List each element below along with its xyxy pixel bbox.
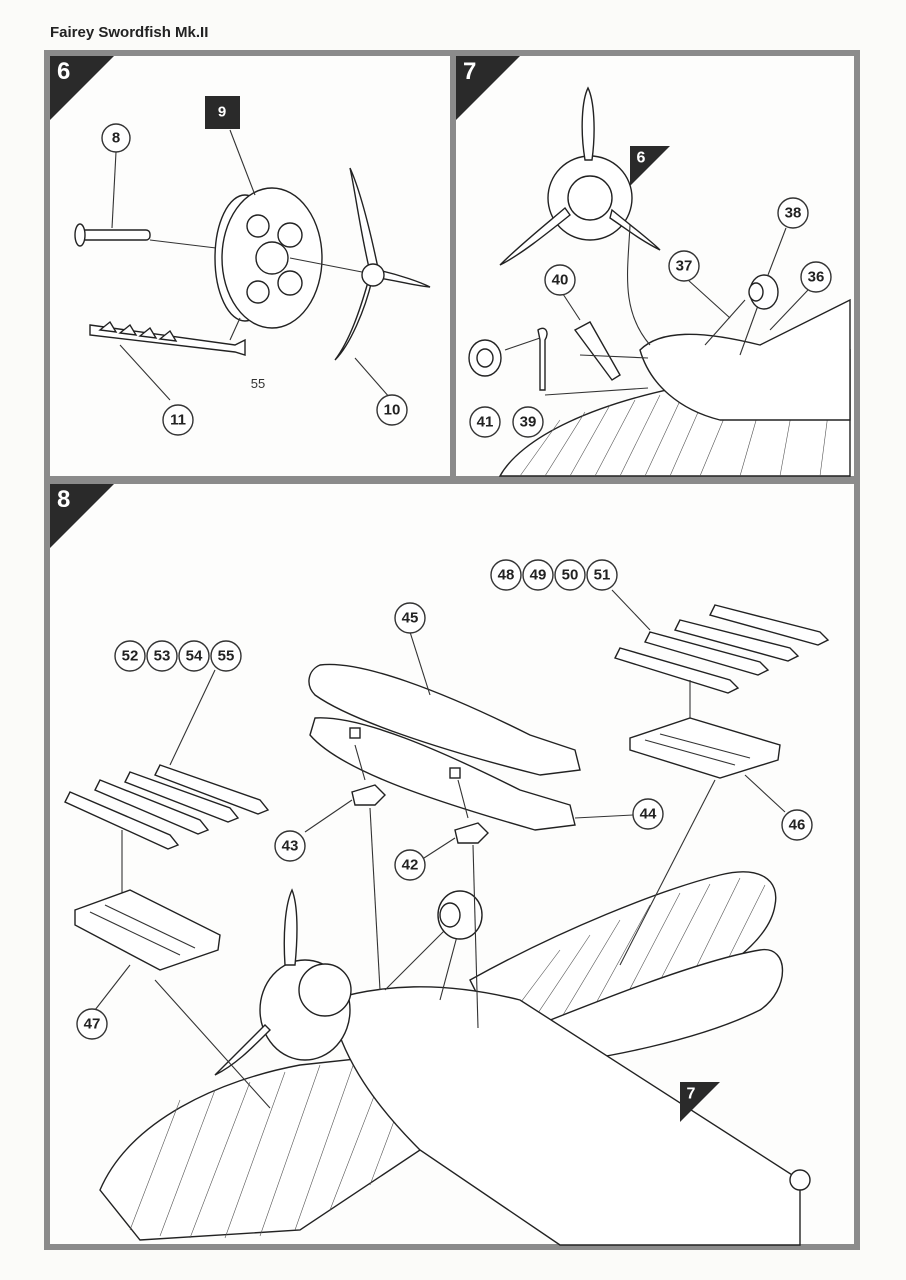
callout-36: 36: [800, 261, 832, 293]
callout-46: 46: [781, 809, 813, 841]
callout-45: 45: [394, 602, 426, 634]
callout-8: 8: [101, 123, 131, 153]
inset-flag-7: [680, 1082, 720, 1122]
svg-text:55: 55: [218, 648, 235, 665]
step-flag-8: [50, 484, 114, 548]
svg-text:48: 48: [498, 567, 515, 584]
svg-text:39: 39: [520, 414, 537, 431]
callout-10: 10: [376, 394, 408, 426]
svg-text:37: 37: [676, 258, 693, 275]
svg-text:45: 45: [402, 610, 419, 627]
svg-text:42: 42: [402, 857, 419, 874]
pin-part-8: [74, 223, 151, 247]
svg-text:51: 51: [594, 567, 611, 584]
svg-text:10: 10: [384, 402, 401, 419]
black-badge-9: [205, 96, 240, 129]
engine-assembly-step7: [499, 86, 661, 266]
callout-51: 51: [586, 559, 618, 591]
callout-39: 39: [512, 406, 544, 438]
wheel-part-38: [748, 274, 779, 310]
propeller-part-10: [334, 167, 431, 361]
callout-44: 44: [632, 798, 664, 830]
fuselage-step7: [639, 298, 851, 421]
label-55: 55: [251, 376, 265, 391]
svg-text:44: 44: [640, 806, 657, 823]
callout-37: 37: [668, 250, 700, 282]
step-flag-7: [456, 56, 520, 120]
rockets-parts-48-51: [614, 604, 830, 694]
callout-38: 38: [777, 197, 809, 229]
svg-text:49: 49: [530, 567, 547, 584]
engine-assembly-step8: [214, 888, 352, 1076]
svg-text:36: 36: [808, 269, 825, 286]
rockets-parts-52-55: [64, 764, 270, 850]
badge-label-9: 9: [218, 104, 226, 121]
landing-gear-step8: [384, 890, 483, 1001]
callout-11: 11: [162, 404, 194, 436]
svg-text:38: 38: [785, 205, 802, 222]
step-number-8: 8: [57, 486, 71, 513]
callout-40: 40: [544, 264, 576, 296]
fuselage-step8: [329, 986, 801, 1246]
svg-text:53: 53: [154, 648, 171, 665]
svg-text:41: 41: [477, 414, 494, 431]
callout-47: 47: [76, 1008, 108, 1040]
callout-43: 43: [274, 830, 306, 862]
callout-55: 55: [210, 640, 242, 672]
callout-54: 54: [178, 640, 210, 672]
callout-41: 41: [469, 406, 501, 438]
callout-53: 53: [146, 640, 178, 672]
step-number-6: 6: [57, 58, 71, 85]
part-39: [537, 327, 548, 391]
callout-50: 50: [554, 559, 586, 591]
svg-text:8: 8: [112, 130, 120, 147]
svg-text:52: 52: [122, 648, 139, 665]
rocket-rack-part-46: [629, 717, 781, 779]
inset-flag-6: [630, 146, 670, 186]
inset-flag-7-label: 7: [687, 1086, 696, 1103]
part-42: [454, 822, 489, 844]
svg-text:50: 50: [562, 567, 579, 584]
strut-part-37: [704, 299, 761, 356]
rocket-rack-part-47: [74, 889, 221, 971]
torpedo-part-44-45: [308, 663, 581, 831]
svg-text:43: 43: [282, 838, 299, 855]
svg-text:47: 47: [84, 1016, 101, 1033]
callout-52: 52: [114, 640, 146, 672]
tail-wheel: [789, 1169, 811, 1191]
document-title: Fairey Swordfish Mk.II: [50, 24, 209, 41]
svg-text:40: 40: [552, 272, 569, 289]
svg-text:46: 46: [789, 817, 806, 834]
part-40: [573, 321, 621, 381]
engine-cowling-part-9: [214, 187, 323, 329]
callout-49: 49: [522, 559, 554, 591]
step-number-7: 7: [463, 58, 477, 85]
step-flag-6: [50, 56, 114, 120]
callout-42: 42: [394, 849, 426, 881]
svg-text:11: 11: [170, 412, 186, 429]
svg-text:54: 54: [186, 648, 203, 665]
callout-48: 48: [490, 559, 522, 591]
rocket-part-11: [89, 320, 246, 356]
part-43: [351, 784, 386, 806]
inset-flag-6-label: 6: [637, 150, 646, 167]
